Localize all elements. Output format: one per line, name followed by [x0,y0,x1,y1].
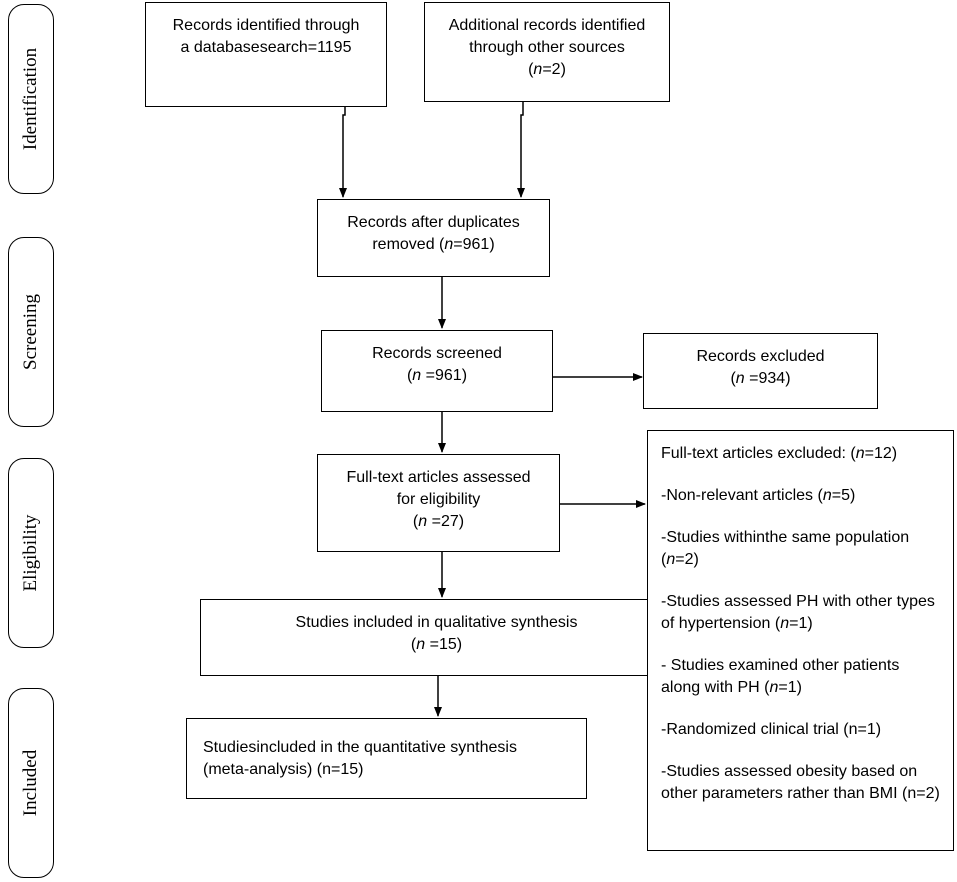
other-sources-line1: Additional records identified [448,17,646,34]
other-sources-line3: (n=2) [528,61,566,78]
after-duplicates-line2: removed (n=961) [372,236,495,253]
excluded-reason-non-relevant: -Non-relevant articles (n=5) [661,487,856,504]
box-fulltext-assessed: Full-text articles assessed for eligibil… [317,454,560,552]
fulltext-line2: for eligibility [396,491,481,508]
excluded-line1: Records excluded [696,348,825,365]
excluded-reason-other-hypertension: -Studies assessed PH with other types of… [661,593,935,632]
box-database-search: Records identified through a databasesea… [145,2,387,107]
screened-line1: Records screened [372,345,502,362]
excluded-line2: (n =934) [730,370,791,387]
arrow-database-to-duplicates [339,107,347,198]
stage-eligibility: Eligibility [8,458,54,648]
stage-identification: Identification [8,4,54,194]
qualitative-line2: (n =15) [410,636,463,653]
fulltext-line3: (n =27) [412,513,465,530]
other-sources-line2: through other sources [469,39,625,56]
box-after-duplicates: Records after duplicates removed (n=961) [317,199,550,277]
excluded-reason-total: Full-text articles excluded: (n=12) [661,445,898,462]
quantitative-line1: Studiesincluded in the quantitative synt… [203,739,517,756]
quantitative-line2: (meta-analysis) (n=15) [203,761,364,778]
database-search-line1: Records identified through [172,17,360,34]
box-records-excluded: Records excluded (n =934) [643,333,878,409]
screened-line2: (n =961) [406,367,468,384]
excluded-reason-same-population: -Studies withinthe same population (n=2) [661,529,910,568]
after-duplicates-line1: Records after duplicates [347,214,520,231]
excluded-reason-rct: -Randomized clinical trial (n=1) [661,721,882,738]
box-other-sources: Additional records identified through ot… [424,2,670,102]
excluded-reason-obesity-parameters: -Studies assessed obesity based on other… [661,763,940,802]
box-qualitative-synthesis: Studies included in qualitative synthesi… [200,599,673,676]
fulltext-line1: Full-text articles assessed [346,469,531,486]
stage-screening: Screening [8,237,54,427]
box-quantitative-synthesis: Studiesincluded in the quantitative synt… [186,718,587,799]
stage-included: Included [8,688,54,878]
box-fulltext-excluded: Full-text articles excluded: (n=12) -Non… [647,430,954,851]
box-records-screened: Records screened (n =961) [321,330,553,412]
database-search-line2: a databasesearch=1195 [180,39,352,56]
arrow-other-to-duplicates [517,102,525,198]
qualitative-line1: Studies included in qualitative synthesi… [295,614,578,631]
excluded-reason-other-patients: - Studies examined other patients along … [661,657,900,696]
